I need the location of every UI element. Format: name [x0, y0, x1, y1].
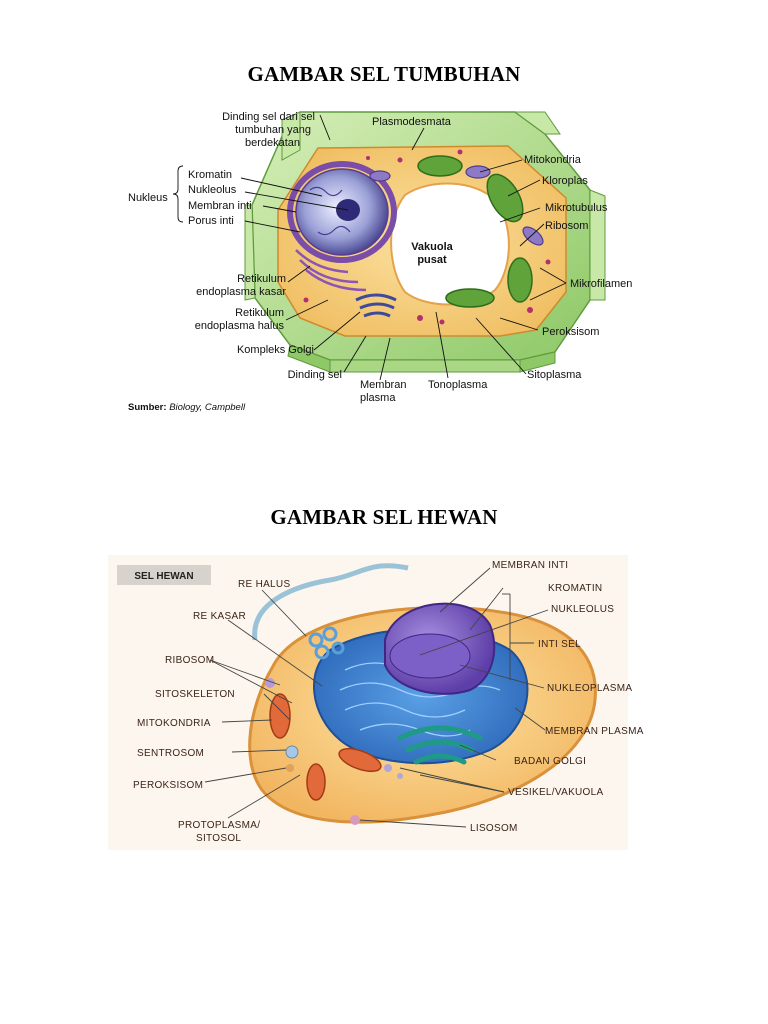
- label-plasmodesmata: Plasmodesmata: [372, 116, 452, 128]
- label-tonoplasma: Tonoplasma: [428, 379, 488, 391]
- animal-box: [117, 565, 211, 585]
- label-nukleus: Nukleus: [128, 192, 168, 204]
- label-re-halus-1: Retikulum: [235, 307, 284, 319]
- alabel-nukleoplasma: NUKLEOPLASMA: [547, 683, 632, 694]
- label-re-kasar-2: endoplasma kasar: [196, 286, 286, 298]
- plant-nucleus: [287, 161, 397, 263]
- plant-source-caption: Sumber: Biology, Campbell: [128, 402, 246, 413]
- plant-small-organelles: [303, 149, 551, 325]
- alabel-membran-plasma: MEMBRAN PLASMA: [545, 726, 644, 737]
- alabel-kromatin: KROMATIN: [548, 583, 602, 594]
- animal-nucleus: [384, 602, 496, 695]
- label-kompleks-golgi: Kompleks Golgi: [237, 344, 314, 356]
- label-re-halus-2: endoplasma halus: [195, 320, 285, 332]
- plant-golgi: [355, 293, 397, 318]
- alabel-mitokondria: MITOKONDRIA: [137, 718, 211, 729]
- alabel-nukleolus: NUKLEOLUS: [551, 604, 614, 615]
- alabel-protoplasma-2: SITOSOL: [196, 833, 241, 844]
- plant-rough-er: [295, 249, 367, 292]
- label-re-kasar-1: Retikulum: [237, 273, 286, 285]
- alabel-sentrosom: SENTROSOM: [137, 748, 204, 759]
- vakuola-label-1: Vakuola: [411, 241, 453, 253]
- alabel-vesikel: VESIKEL/VAKUOLA: [508, 787, 603, 798]
- label-kloroplas: Kloroplas: [542, 175, 588, 187]
- label-membran-inti: Membran inti: [188, 200, 252, 212]
- label-dinding-tetangga-1: Dinding sel dari sel: [222, 111, 315, 123]
- label-dinding-sel: Dinding sel: [288, 369, 342, 381]
- label-porus-inti: Porus inti: [188, 215, 234, 227]
- plant-labels: Dinding sel dari sel tumbuhan yang berde…: [128, 111, 632, 404]
- plant-chloroplasts: [417, 155, 533, 308]
- vakuola-label-2: pusat: [417, 254, 447, 266]
- label-sitoplasma: Sitoplasma: [527, 369, 582, 381]
- plant-cell-title: GAMBAR SEL TUMBUHAN: [247, 62, 521, 86]
- alabel-peroksisom: PEROKSISOM: [133, 780, 203, 791]
- label-membran-plasma-2: plasma: [360, 392, 396, 404]
- label-membran-plasma-1: Membran: [360, 379, 406, 391]
- alabel-membran-inti: MEMBRAN INTI: [492, 560, 568, 571]
- alabel-badan-golgi: BADAN GOLGI: [514, 756, 586, 767]
- plant-mitochondria: [369, 165, 544, 246]
- alabel-re-kasar: RE KASAR: [193, 611, 246, 622]
- animal-box-label: SEL HEWAN: [134, 571, 193, 582]
- alabel-protoplasma-1: PROTOPLASMA/: [178, 820, 260, 831]
- alabel-inti-sel: INTI SEL: [538, 639, 581, 650]
- plant-leader-lines: [172, 114, 567, 381]
- label-peroksisom: Peroksisom: [542, 326, 599, 338]
- label-dinding-tetangga-2: tumbuhan yang: [235, 124, 311, 136]
- alabel-ribosom: RIBOSOM: [165, 655, 214, 666]
- alabel-sitoskeleton: SITOSKELETON: [155, 689, 235, 700]
- label-mitokondria: Mitokondria: [524, 154, 582, 166]
- label-dinding-tetangga-3: berdekatan: [245, 137, 300, 149]
- label-mikrofilamen: Mikrofilamen: [570, 278, 632, 290]
- animal-strand: [252, 563, 409, 641]
- label-nukleolus: Nukleolus: [188, 184, 237, 196]
- plant-central-vacuole: [390, 182, 510, 306]
- label-kromatin: Kromatin: [188, 169, 232, 181]
- animal-leader-lines: [204, 567, 549, 828]
- animal-labels: RE HALUS RE KASAR RIBOSOM SITOSKELETON M…: [133, 560, 644, 844]
- animal-cell-title: GAMBAR SEL HEWAN: [270, 505, 498, 529]
- label-ribosom: Ribosom: [545, 220, 588, 232]
- animal-smooth-er: [308, 626, 345, 660]
- label-mikrotubulus: Mikrotubulus: [545, 202, 608, 214]
- alabel-lisosom: LISOSOM: [470, 823, 518, 834]
- alabel-re-halus: RE HALUS: [238, 579, 290, 590]
